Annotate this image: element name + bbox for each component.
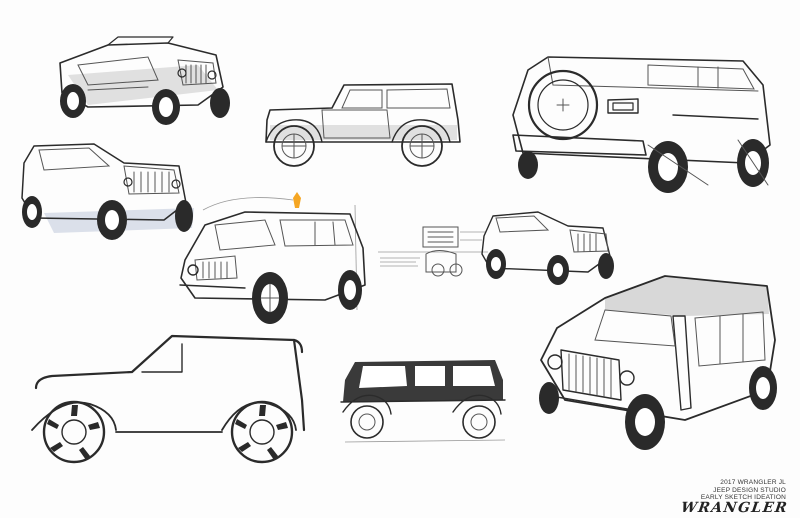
sketch-caption: 2017 WRANGLER JL JEEP DESIGN STUDIO EARL… <box>701 479 786 502</box>
caption-line-model: 2017 WRANGLER JL <box>720 479 786 486</box>
sketch-technical-layout <box>378 222 488 282</box>
sketch-open-doors-side <box>335 352 510 447</box>
sketch-rear-spare-tire <box>508 55 778 195</box>
sketch-bold-side-outline <box>31 330 312 470</box>
sketch-front-three-quarter <box>14 138 204 243</box>
caption-line-phase: EARLY SKETCH IDEATION <box>700 494 786 501</box>
sketch-small-front-quarter <box>478 206 618 286</box>
sketch-side-profile-hardtop <box>262 80 467 170</box>
caption-line-studio: JEEP DESIGN STUDIO <box>713 486 786 494</box>
sketch-buggy-front <box>48 35 238 127</box>
sketch-front-hardtop-large <box>535 270 785 460</box>
wrangler-logo: WRANGLER <box>679 500 790 516</box>
sketch-center-front-quarter <box>175 190 375 330</box>
